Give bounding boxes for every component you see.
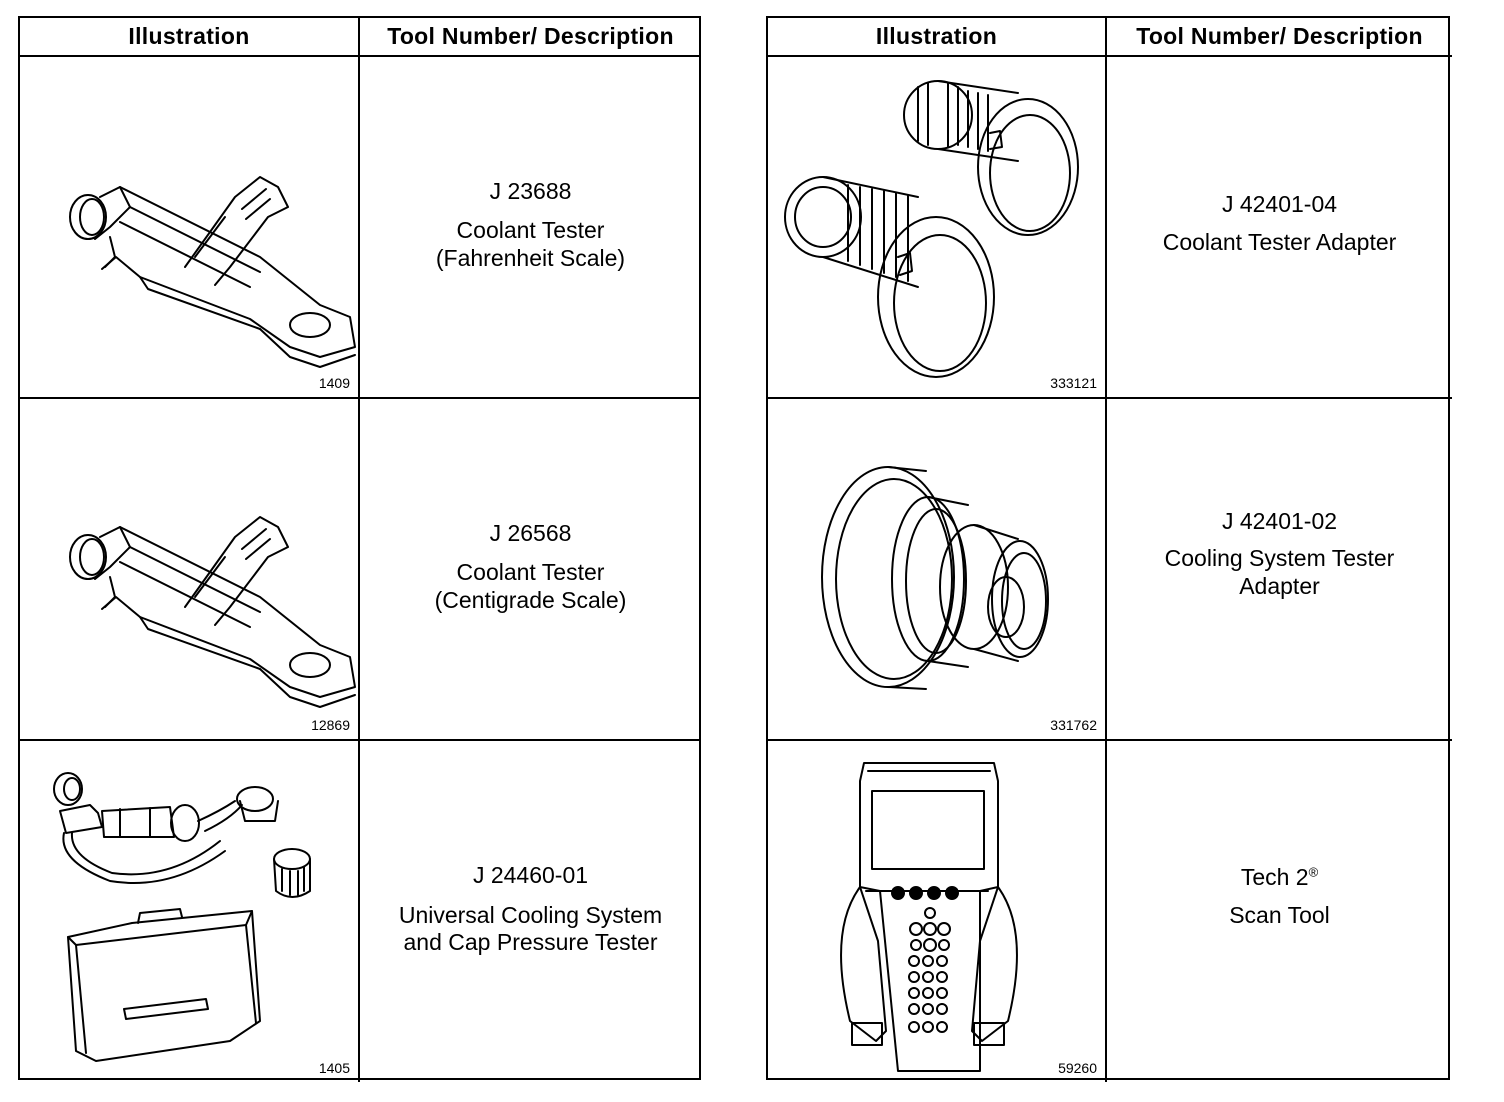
tool-description-line: (Centigrade Scale)	[434, 586, 627, 613]
tool-description-cell: J 42401-02 Cooling System Tester Adapter	[1107, 399, 1452, 741]
tool-number: J 42401-04	[1221, 191, 1338, 217]
tool-description-cell: Tech 2® Scan Tool	[1107, 741, 1452, 1082]
tool-description-cell: J 24460-01 Universal Cooling System and …	[360, 741, 701, 1082]
registered-trademark: ®	[1308, 864, 1319, 880]
cooling-system-adapter-icon	[821, 466, 1049, 690]
tool-description-line: Adapter	[1239, 572, 1320, 599]
illustration-cell: 331762	[768, 399, 1107, 741]
tool-table-left: Illustration Tool Number/ Description	[18, 16, 701, 1082]
scan-tool-icon	[840, 762, 1018, 1072]
figure-number: 333121	[1050, 375, 1097, 391]
tool-description-cell: J 23688 Coolant Tester (Fahrenheit Scale…	[360, 57, 701, 399]
illustration-cell: 1409	[20, 57, 360, 399]
tool-number-line: Tech 2®	[1241, 864, 1318, 892]
tool-number: J 26568	[489, 519, 572, 546]
tool-description-cell: J 26568 Coolant Tester (Centigrade Scale…	[360, 399, 701, 741]
tool-number: J 24460-01	[472, 862, 589, 889]
tool-number: J 23688	[489, 177, 572, 204]
tool-description-cell: J 42401-04 Coolant Tester Adapter	[1107, 57, 1452, 399]
column-header-tool-description: Tool Number/ Description	[1107, 18, 1452, 57]
tool-description-line: Scan Tool	[1229, 901, 1330, 928]
figure-number: 59260	[1058, 1060, 1097, 1076]
coolant-tester-icon	[69, 176, 356, 368]
tool-description-line: Universal Cooling System	[398, 901, 663, 928]
illustration-cell: 12869	[20, 399, 360, 741]
tool-description-line: Coolant Tester	[456, 217, 605, 244]
column-header-tool-description: Tool Number/ Description	[360, 18, 701, 57]
column-header-illustration: Illustration	[20, 18, 360, 57]
tool-number: J 42401-02	[1221, 507, 1338, 534]
illustration-cell: 59260	[768, 741, 1107, 1082]
illustration-cell: 1405	[20, 741, 360, 1082]
tool-description-line: Cooling System Tester	[1164, 545, 1395, 572]
tool-description-line: and Cap Pressure Tester	[403, 929, 658, 956]
tool-description-line: Coolant Tester Adapter	[1162, 228, 1397, 255]
tool-number: Tech 2	[1240, 863, 1309, 890]
tool-description-line: Coolant Tester	[456, 559, 605, 586]
pressure-tester-kit-icon	[53, 772, 311, 1062]
tool-description-line: (Fahrenheit Scale)	[435, 244, 626, 271]
illustration-cell: 333121	[768, 57, 1107, 399]
figure-number: 12869	[311, 717, 350, 733]
figure-number: 1409	[318, 375, 350, 391]
tester-adapter-pair-icon	[784, 80, 1079, 378]
tool-table-right: Illustration Tool Number/ Description 33…	[766, 16, 1452, 1082]
figure-number: 331762	[1050, 717, 1097, 733]
column-header-illustration: Illustration	[768, 18, 1107, 57]
coolant-tester-icon	[69, 516, 356, 708]
figure-number: 1405	[318, 1060, 350, 1076]
